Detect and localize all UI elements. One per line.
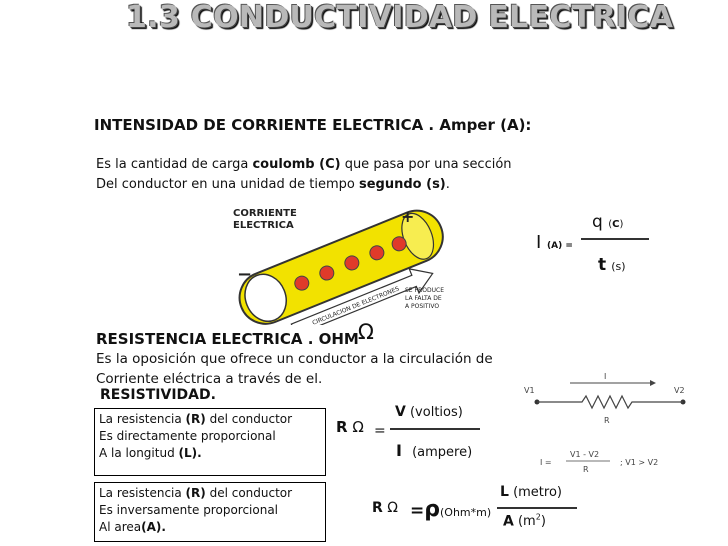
intensity-heading: INTENSIDAD DE CORRIENTE ELECTRICA . Ampe… [94, 116, 532, 134]
l-term: (L). [178, 446, 202, 460]
i-var: I [536, 232, 542, 253]
resistivity-fraction-line [497, 507, 577, 509]
box1-line-b: Es directamente proporcional [99, 429, 276, 443]
s-unit: (s) [611, 260, 626, 273]
segundo-term: segundo (s) [359, 177, 446, 192]
resistance-line-2: Corriente eléctrica a través de el. [96, 371, 323, 387]
resistor-zigzag [537, 394, 683, 410]
l-var: L [500, 484, 509, 500]
resistor-circuit: V1 V2 I R I = V1 - V2 R ; V1 > V2 [524, 372, 686, 474]
resistivity-heading: RESISTIVIDAD. [100, 387, 216, 403]
ampere-unit: (ampere) [412, 445, 473, 460]
current-fraction-line [581, 238, 649, 240]
formula-num: V1 - V2 [570, 450, 599, 459]
negative-end [244, 273, 287, 322]
resistivity-numerator: L (metro) [500, 484, 562, 500]
resistivity-lhs: R Ω [372, 500, 398, 516]
text: . [445, 177, 450, 192]
conductor-tube [238, 209, 444, 325]
paren: ) [540, 514, 546, 530]
intensity-line-2: Del conductor en una unidad de tiempo se… [96, 175, 450, 195]
paren: (m [517, 514, 536, 530]
a-var: A [503, 513, 514, 530]
square-exp: 2 [535, 513, 541, 522]
q-var: q [592, 212, 603, 232]
current-formula-lhs: I (A) = [536, 232, 573, 253]
direct-proportion-box: La resistencia (R) del conductor Es dire… [94, 408, 326, 476]
r-term: (R) [185, 412, 206, 426]
box2-line-c: Al area(A). [99, 519, 321, 536]
ohm-symbol: Ω [352, 418, 364, 436]
box2-line-a: La resistencia (R) del conductor [99, 485, 321, 502]
a-term: (A). [141, 520, 166, 534]
current-formula-numerator: q (C) [592, 212, 623, 232]
figure-bottom-label: SE PRODUCE [405, 287, 444, 294]
r-var: R [372, 500, 383, 516]
resistivity-denominator: A (m2) [503, 513, 546, 529]
paren: ( [608, 219, 613, 230]
coulomb-term: coulomb (C) [252, 157, 341, 172]
current-formula-denominator: t (s) [598, 255, 626, 275]
resistance-heading: RESISTENCIA ELECTRICA . OHMΩ [96, 320, 375, 349]
inverse-proportion-box: La resistencia (R) del conductor Es inve… [94, 482, 326, 542]
electrons [294, 236, 407, 291]
text: La resistencia [99, 486, 186, 500]
c-unit: C [612, 219, 620, 230]
rho-unit: (Ohm*m) [440, 506, 492, 519]
ohms-law-lhs: R Ω [336, 418, 364, 436]
formula-condition: ; V1 > V2 [620, 458, 658, 467]
ohms-law-denominator: I (ampere) [396, 441, 472, 460]
text: del conductor [205, 486, 293, 500]
flow-arrow [290, 268, 434, 325]
text: La resistencia [99, 412, 186, 426]
text: que pasa por una sección [340, 157, 512, 172]
page-title: 1.3 CONDUCTIVIDAD ELECTRICA [126, 0, 674, 35]
v1-label: V1 [524, 386, 535, 395]
figure-bottom-label3: A POSITIVO [405, 303, 439, 310]
ohms-law-eq: = [374, 423, 386, 439]
figure-bottom-label2: LA FALTA DE [405, 295, 442, 302]
current-figure: CIRCULACION DE ELECTRONES CORRIENTE ELEC… [233, 207, 444, 325]
figure-label-top2: ELECTRICA [233, 220, 294, 231]
rho-symbol: ρ [424, 497, 440, 522]
figure-label-top: CORRIENTE [233, 208, 297, 219]
plus-sign: + [401, 207, 414, 226]
current-arrowhead [650, 380, 656, 386]
box2-line-b: Es inversamente proporcional [99, 503, 279, 517]
resistivity-rhs: =ρ(Ohm*m) [410, 497, 491, 522]
resistance-line-1: Es la oposición que ofrece un conductor … [96, 351, 493, 367]
box1-line-c: A la longitud (L). [99, 445, 321, 462]
r-var: R [336, 418, 348, 436]
box1-line-a: La resistencia (R) del conductor [99, 411, 321, 428]
text: del conductor [205, 412, 293, 426]
r-term: (R) [185, 486, 206, 500]
text: Del conductor en una unidad de tiempo [96, 177, 359, 192]
r-label: R [604, 416, 610, 425]
i-label: I [604, 372, 606, 381]
v2-label: V2 [674, 386, 685, 395]
text: Es la cantidad de carga [96, 157, 253, 172]
intensity-line-1: Es la cantidad de carga coulomb (C) que … [96, 155, 512, 175]
ohms-law-fraction-line [390, 428, 480, 430]
a-unit: (A) = [547, 241, 573, 251]
v-var: V [395, 404, 406, 420]
text: Al area [99, 520, 142, 534]
t-var: t [598, 255, 607, 275]
text: A la longitud [99, 446, 179, 460]
paren: ) [619, 219, 624, 230]
ohms-law-numerator: V (voltios) [395, 404, 463, 420]
formula-lhs: I = [540, 458, 552, 467]
metro-unit: (metro) [513, 485, 562, 500]
ohm-symbol: Ω [357, 320, 374, 344]
formula-den: R [583, 465, 589, 474]
ohm-symbol: Ω [387, 500, 398, 516]
volt-unit: (voltios) [409, 405, 463, 420]
i-var: I [396, 441, 402, 460]
minus-sign: − [237, 264, 252, 285]
text: RESISTENCIA ELECTRICA . OHM [96, 330, 359, 348]
eq: = [410, 501, 425, 521]
